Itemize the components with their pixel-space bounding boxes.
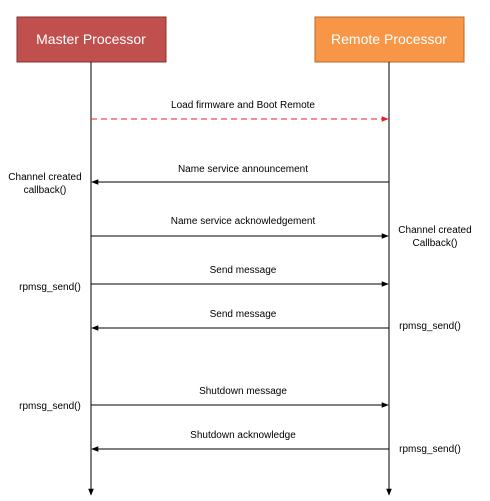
note-remote-rpmsg-send-2: rpmsg_send() (399, 444, 461, 455)
message-send-to-remote: Send message (91, 265, 389, 287)
message-label: Name service acknowledgement (171, 216, 316, 227)
note-master-rpmsg-send-2: rpmsg_send() (19, 401, 81, 412)
remote-processor-label: Remote Processor (331, 31, 447, 47)
message-name-service-acknowledgement: Name service acknowledgement (91, 216, 389, 239)
note-remote-rpmsg-send-1: rpmsg_send() (399, 321, 461, 332)
note-line: rpmsg_send() (19, 282, 81, 293)
note-master-rpmsg-send-1: rpmsg_send() (19, 282, 81, 293)
master-processor-rect (16, 16, 167, 63)
message-label: Load firmware and Boot Remote (171, 100, 315, 111)
note-remote-channel-created: Channel created Callback() (398, 225, 471, 249)
master-processor-label: Master Processor (36, 31, 146, 47)
note-line: Callback() (412, 238, 457, 249)
message-label: Send message (210, 265, 277, 276)
note-line: Channel created (398, 225, 471, 236)
note-line: Channel created (8, 172, 81, 183)
message-shutdown: Shutdown message (91, 386, 389, 408)
note-line: rpmsg_send() (399, 444, 461, 455)
message-load-firmware: Load firmware and Boot Remote (91, 100, 389, 122)
message-label: Shutdown acknowledge (190, 430, 296, 441)
note-line: rpmsg_send() (19, 401, 81, 412)
note-line: callback() (24, 185, 67, 196)
note-master-channel-created: Channel created callback() (8, 172, 81, 196)
message-label: Send message (210, 309, 277, 320)
message-label: Name service announcement (178, 164, 308, 175)
note-line: rpmsg_send() (399, 321, 461, 332)
message-name-service-announcement: Name service announcement (91, 164, 389, 185)
master-processor-box: Master Processor (16, 16, 167, 63)
remote-processor-box: Remote Processor (314, 16, 465, 63)
remote-processor-rect (314, 16, 465, 63)
message-label: Shutdown message (199, 386, 287, 397)
message-shutdown-acknowledge: Shutdown acknowledge (91, 430, 389, 452)
message-send-to-master: Send message (91, 309, 389, 331)
